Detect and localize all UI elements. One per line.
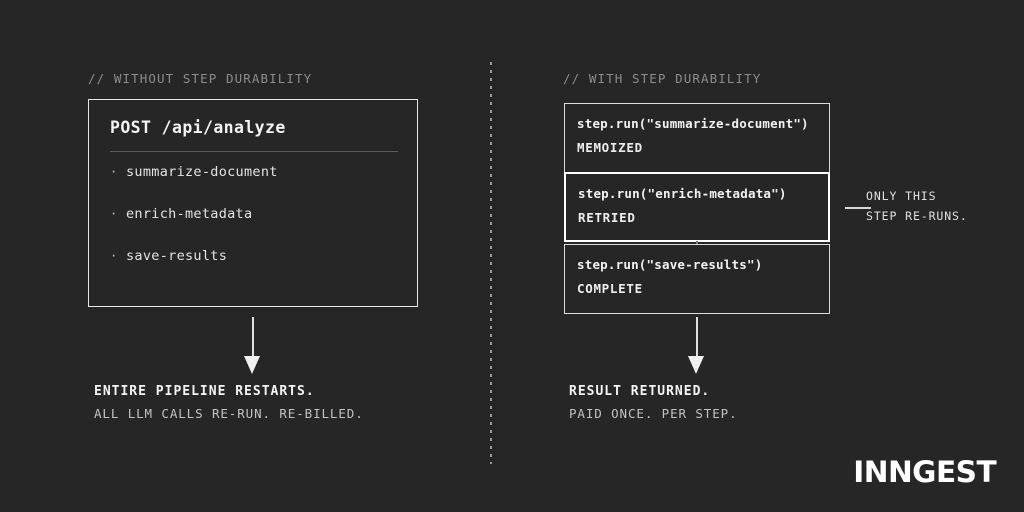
step-call-label: step.run("summarize-document")	[577, 116, 809, 131]
title-divider-rule	[110, 151, 398, 152]
step-call-label: step.run("save-results")	[577, 257, 763, 272]
left-column-header: // WITHOUT STEP DURABILITY	[88, 71, 313, 86]
left-outcome-caption: ENTIRE PIPELINE RESTARTS. ALL LLM CALLS …	[94, 381, 364, 425]
bullet-icon: ·	[110, 207, 118, 221]
annotation-line-2: STEP RE-RUNS.	[866, 209, 968, 223]
step-connector	[696, 241, 698, 245]
status-badge: COMPLETE	[577, 281, 643, 296]
status-badge: MEMOIZED	[577, 140, 643, 155]
monolithic-step-list: · summarize-document · enrich-metadata ·…	[110, 164, 400, 290]
inngest-logo: INNGEST	[853, 455, 996, 489]
right-column-header: // WITH STEP DURABILITY	[563, 71, 762, 86]
caption-subline: ALL LLM CALLS RE-RUN. RE-BILLED.	[94, 406, 364, 421]
monolithic-request-box: POST /api/analyze · summarize-document ·…	[88, 99, 418, 307]
list-item-label: enrich-metadata	[126, 206, 253, 222]
arrow-head	[244, 356, 260, 374]
step-box-enrich-metadata: step.run("enrich-metadata") RETRIED	[564, 172, 830, 242]
annotation-callout: ONLY THIS STEP RE-RUNS.	[866, 186, 968, 226]
step-box-summarize-document: step.run("summarize-document") MEMOIZED	[564, 103, 830, 173]
step-call-label: step.run("enrich-metadata")	[578, 186, 787, 201]
arrow-head	[688, 356, 704, 374]
list-item: · enrich-metadata	[110, 206, 400, 248]
bullet-icon: ·	[110, 249, 118, 263]
annotation-line-1: ONLY THIS	[866, 189, 937, 203]
list-item-label: save-results	[126, 248, 228, 264]
arrow-shaft	[252, 317, 254, 358]
caption-subline: PAID ONCE. PER STEP.	[569, 406, 738, 421]
column-divider	[490, 62, 492, 464]
list-item: · save-results	[110, 248, 400, 290]
list-item: · summarize-document	[110, 164, 400, 206]
arrow-shaft	[696, 317, 698, 358]
arrow-down-icon	[242, 317, 264, 375]
caption-headline: ENTIRE PIPELINE RESTARTS.	[94, 384, 315, 399]
status-badge: RETRIED	[578, 210, 636, 225]
right-outcome-caption: RESULT RETURNED. PAID ONCE. PER STEP.	[569, 381, 738, 425]
bullet-icon: ·	[110, 165, 118, 179]
annotation-leader-line	[845, 207, 871, 209]
request-endpoint-title: POST /api/analyze	[110, 118, 286, 137]
step-box-save-results: step.run("save-results") COMPLETE	[564, 244, 830, 314]
arrow-down-icon	[686, 317, 708, 375]
list-item-label: summarize-document	[126, 164, 278, 180]
caption-headline: RESULT RETURNED.	[569, 384, 711, 399]
